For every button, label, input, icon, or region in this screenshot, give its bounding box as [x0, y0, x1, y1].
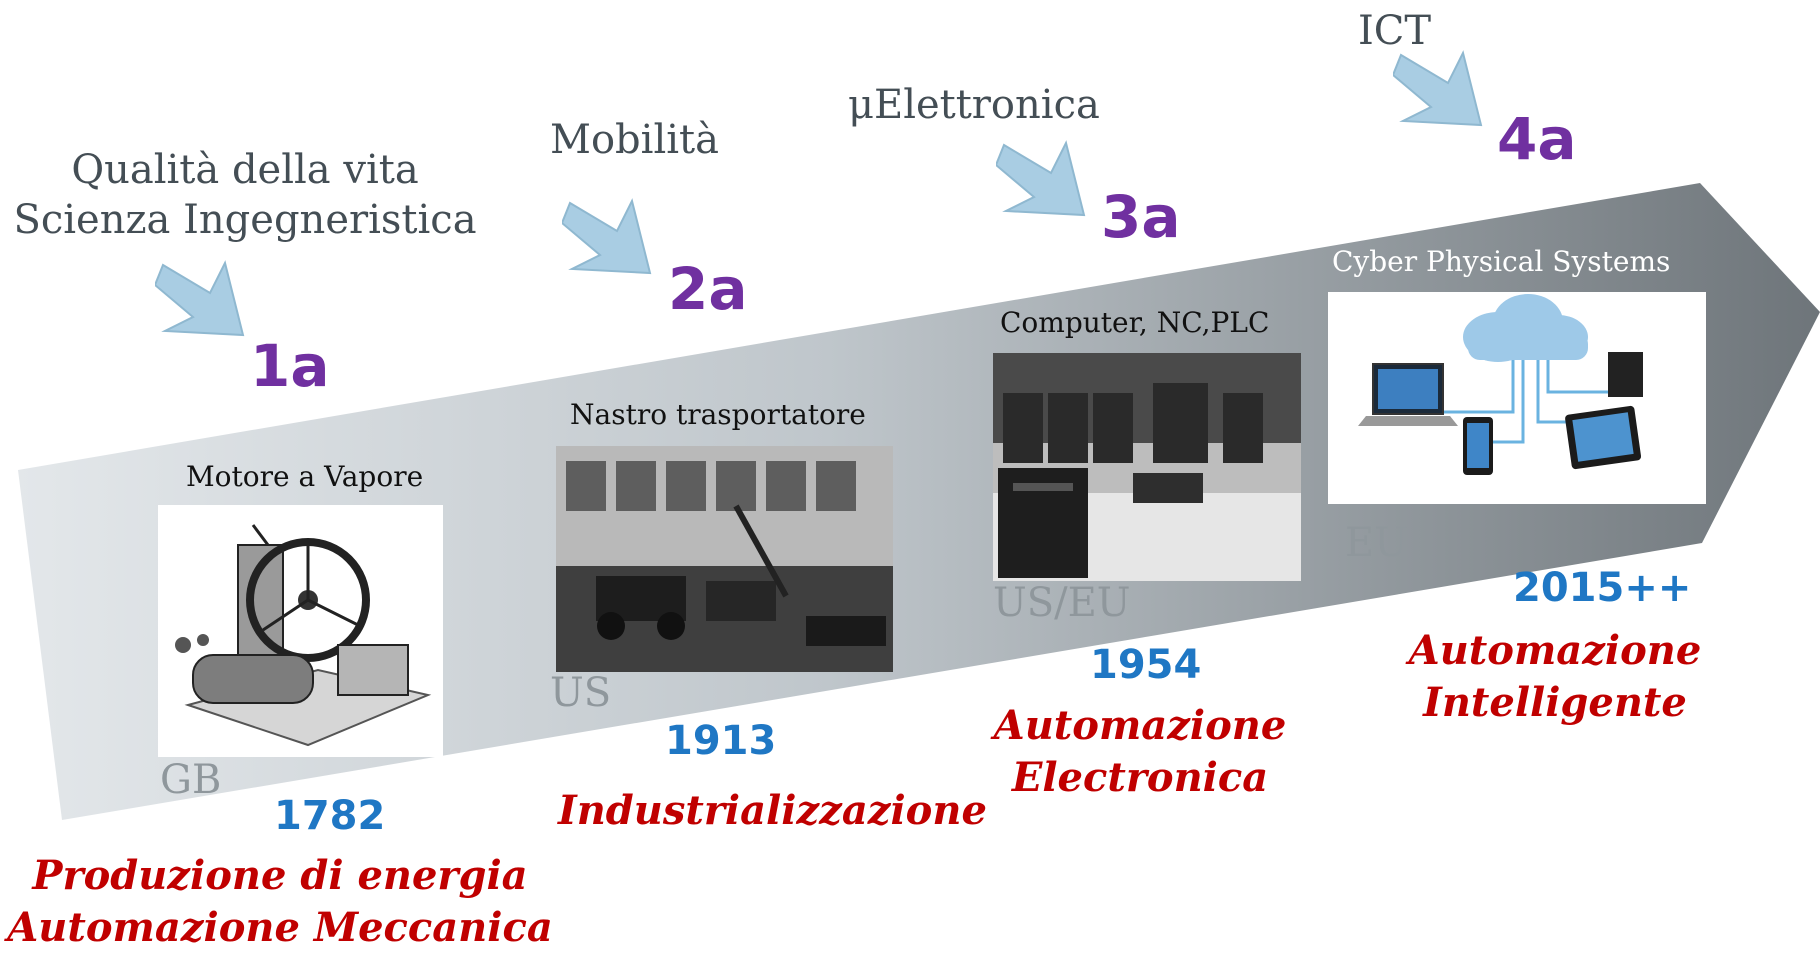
era-2-region: US: [550, 670, 612, 716]
era-number-4: 4a: [1497, 105, 1577, 173]
era-4-driver: ICT: [1358, 8, 1432, 54]
era-2-driver: Mobilità: [550, 117, 719, 163]
era-1-image-caption: Motore a Vapore: [186, 460, 424, 493]
era-3-region: US/EU: [993, 580, 1131, 626]
era-4-region: EU: [1345, 520, 1408, 566]
era-1-result-line-2: Automazione Meccanica: [7, 904, 553, 951]
era-number-2: 2a: [668, 255, 748, 323]
era-4-result-line-1: Automazione: [1408, 627, 1702, 674]
era-2-image-caption: Nastro trasportatore: [570, 398, 866, 431]
era-3-year: 1954: [1090, 642, 1202, 688]
cloud-devices-image: [1328, 292, 1706, 504]
era-number-3: 3a: [1101, 183, 1181, 251]
era-2-chevron-icon: [562, 198, 652, 275]
era-2-year: 1913: [665, 718, 777, 764]
era-4-result: Automazione Intelligente: [1395, 625, 1715, 729]
era-1-driver-line-1: Qualità della vita: [71, 147, 419, 193]
assembly-line-image: [556, 446, 893, 672]
era-3-result: Automazione Electronica: [985, 700, 1295, 804]
era-4-image-caption: Cyber Physical Systems: [1332, 245, 1671, 278]
steam-engine-image: [158, 505, 443, 757]
era-number-1: 1a: [250, 332, 330, 400]
era-3-result-line-1: Automazione: [993, 702, 1287, 749]
era-4-year: 2015++: [1513, 565, 1692, 611]
era-1-chevron-icon: [155, 260, 245, 337]
era-1-year: 1782: [274, 793, 386, 839]
era-3-result-line-2: Electronica: [1011, 754, 1269, 801]
era-4-chevron-icon: [1393, 50, 1483, 127]
era-3-chevron-icon: [996, 140, 1086, 217]
era-1-result-line-1: Produzione di energia: [32, 852, 528, 899]
era-3-image-caption: Computer, NC,PLC: [1000, 306, 1270, 339]
era-1-region: GB: [160, 757, 222, 803]
mainframe-room-image: [993, 353, 1301, 581]
era-4-result-line-2: Intelligente: [1423, 679, 1687, 726]
era-1-driver-line-2: Scienza Ingegneristica: [13, 197, 477, 243]
era-1-result: Produzione di energia Automazione Meccan…: [0, 850, 560, 954]
era-2-result: Industrializzazione: [558, 787, 987, 834]
era-1-driver: Qualità della vita Scienza Ingegneristic…: [10, 145, 480, 245]
era-3-driver: μElettronica: [848, 82, 1100, 128]
